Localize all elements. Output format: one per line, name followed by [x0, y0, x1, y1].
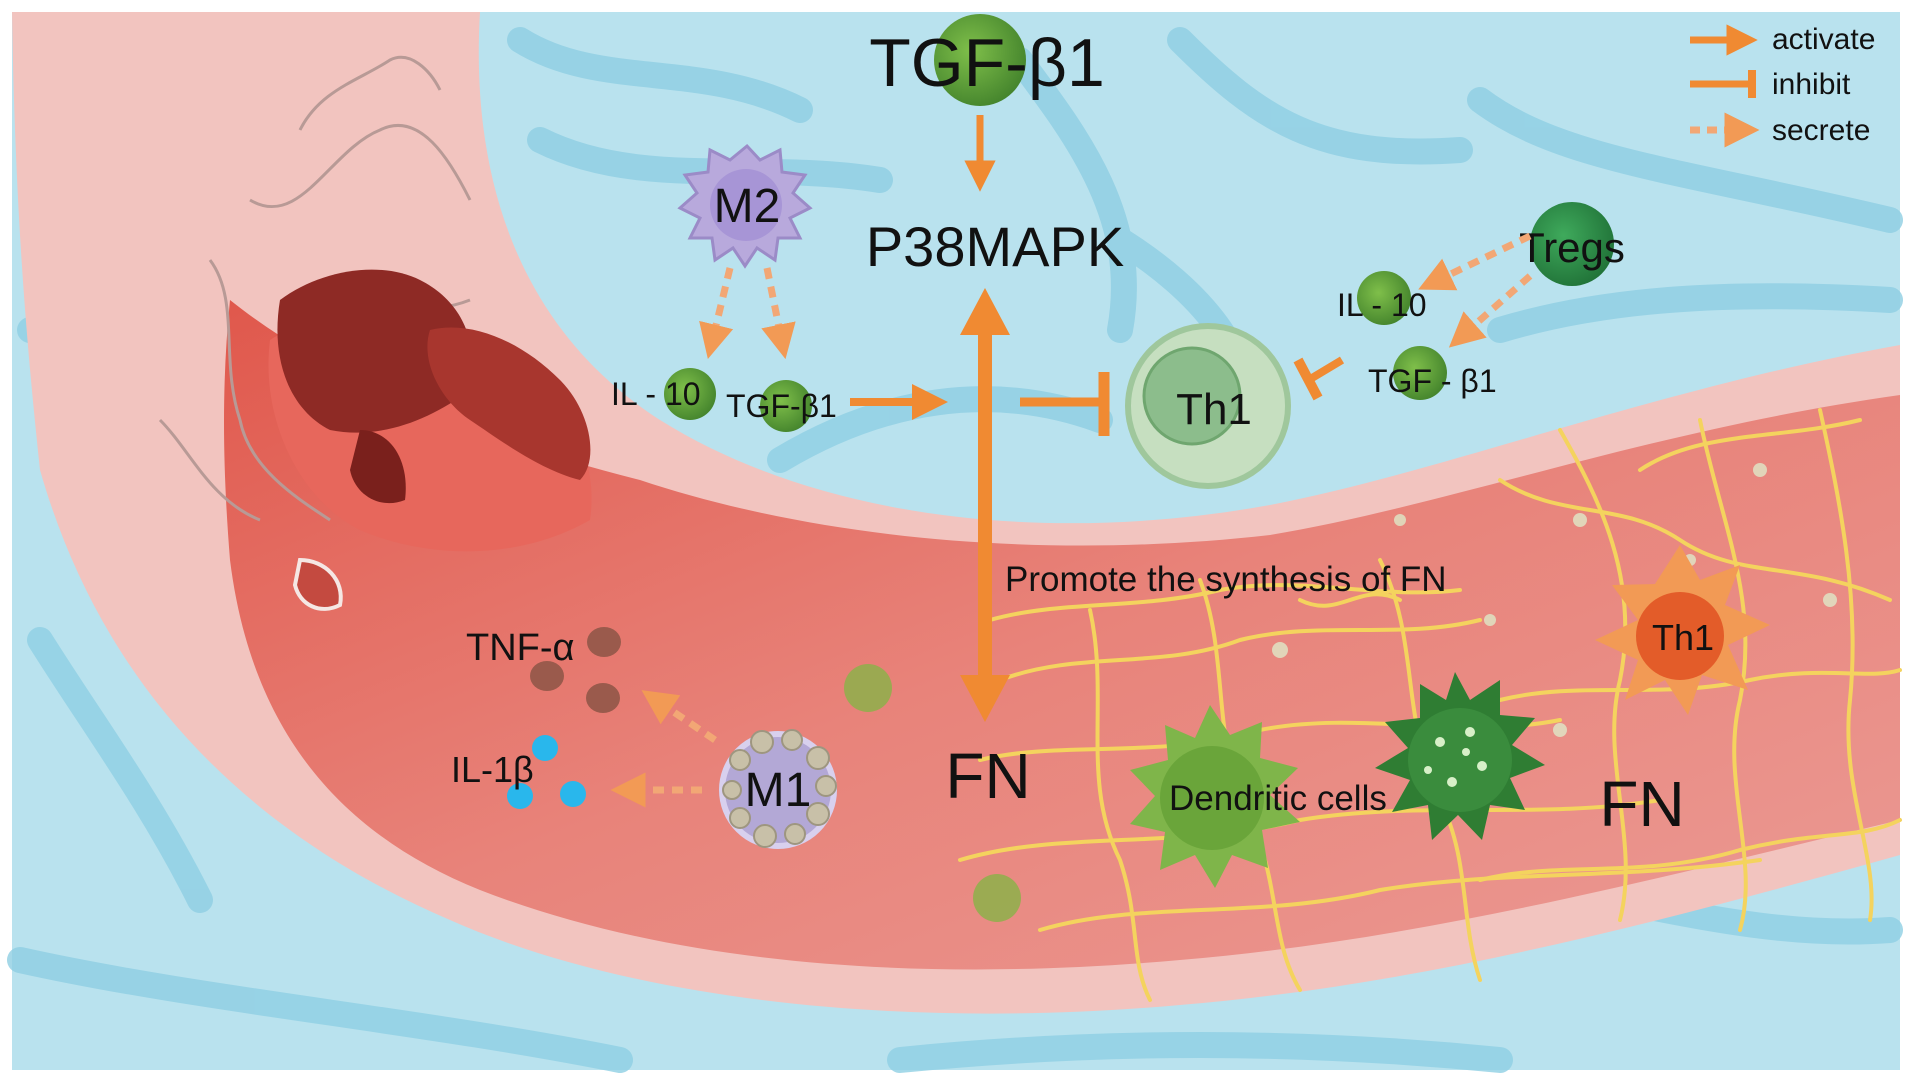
tnf-alpha-granules — [530, 627, 621, 713]
th1-label-vessel: Th1 — [1652, 617, 1714, 658]
legend: activate inhibit secrete — [1690, 23, 1875, 148]
secrete-arrow-m2-tgf — [761, 267, 796, 360]
inhibit-line-treg-to-th1 — [1309, 356, 1345, 382]
m1-label: M1 — [745, 764, 812, 817]
dendritic-cell-dark — [1375, 672, 1545, 840]
m2-macrophage — [677, 143, 813, 269]
secrete-arrow-m2-il10 — [699, 267, 734, 360]
fn-fiber-network — [958, 408, 1902, 1002]
secrete-arrow-m1-tnf — [641, 690, 717, 743]
il1b-particles — [507, 735, 586, 809]
promote-fn-label: Promote the synthesis of FN — [1005, 560, 1447, 599]
tgf-label-m2: TGF-β1 — [726, 388, 837, 424]
legend-secrete-label: secrete — [1772, 114, 1870, 147]
inhibit-bar-treg-to-th1 — [1293, 357, 1323, 401]
fn-fiber-nodes — [1272, 463, 1837, 737]
th1-label-center: Th1 — [1176, 385, 1252, 434]
il1b-label: IL-1β — [451, 749, 534, 790]
p38-fn-arrowhead-down — [960, 675, 1010, 722]
dendritic-cells-label: Dendritic cells — [1169, 779, 1387, 818]
p38-fn-arrowhead-up — [960, 288, 1010, 335]
tgf-cell-treg — [1393, 346, 1447, 400]
il10-label-m2: IL - 10 — [611, 376, 701, 412]
tgf-beta1-cell-top — [934, 14, 1026, 106]
secrete-arrow-tregs-tgf — [1448, 273, 1533, 348]
m2-label: M2 — [714, 180, 781, 233]
fn-label-right: FN — [1599, 768, 1684, 840]
tgf-beta1-label-top: TGF-β1 — [869, 25, 1105, 101]
il10-cell-m2 — [664, 368, 716, 420]
fn-particle — [844, 664, 892, 712]
tgf-label-treg: TGF - β1 — [1368, 363, 1497, 399]
damaged-endothelium — [268, 269, 592, 611]
fn-particle — [973, 874, 1021, 922]
m1-macrophage — [719, 729, 837, 849]
tregs-cell — [1530, 202, 1614, 286]
fn-label-center: FN — [945, 740, 1030, 812]
dendritic-cell — [1130, 705, 1300, 888]
p38mapk-label: P38MAPK — [866, 215, 1124, 278]
tregs-label: Tregs — [1519, 224, 1625, 271]
il10-cell-treg — [1357, 271, 1411, 325]
il10-label-treg: IL - 10 — [1337, 287, 1427, 323]
legend-activate-label: activate — [1772, 23, 1875, 56]
legend-inhibit-label: inhibit — [1772, 68, 1851, 101]
th1-cell-center — [1125, 323, 1291, 489]
tnf-alpha-label: TNF-α — [466, 627, 575, 669]
th1-cell-vessel — [1595, 545, 1770, 715]
tgf-cell-m2 — [760, 380, 812, 432]
